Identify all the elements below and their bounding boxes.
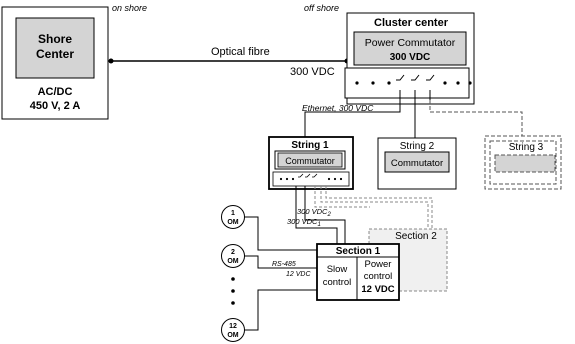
om-ellipsis [231,277,235,305]
string1-title: String 1 [291,140,329,151]
string-section-links [295,186,433,245]
string3-block: String 3 [484,135,562,190]
power-control-label: control [364,271,393,282]
optical-fibre-label: Optical fibre [211,46,270,58]
string2-block: String 2 Commutator [377,137,457,190]
vdc12-label: 12 VDC [286,271,311,278]
shore-supply-label: AC/DC [38,86,73,98]
section1-title: Section 1 [336,246,381,257]
ethernet-label: Ethernet, 300 VDC [302,103,374,113]
om-label: OM [227,332,238,339]
shore-center-block: Shore Center AC/DC 450 V, 2 A [1,6,109,120]
power-control-voltage: 12 VDC [361,284,394,295]
shore-center-title: Center [36,47,74,61]
power-control-label: Power [365,259,392,270]
on-shore-label: on shore [112,3,147,13]
cluster-center-title: Cluster center [374,17,449,29]
power-commutator-title: Power Commutator [365,37,456,49]
optical-fibre-link [108,58,350,64]
string1-commutator: Commutator [285,156,335,166]
om-number: 12 [229,323,237,330]
om-number: 1 [231,210,235,217]
optical-module-om1: 1 OM [221,205,245,229]
string3-title: String 3 [509,142,544,153]
rs485-label: RS-485 [272,261,296,268]
section1-block: Section 1 Slow control Power control 12 … [316,243,400,301]
vdc1-label: 300 VDC1 [287,217,321,228]
switch-bank [355,74,472,100]
section2-title: Section 2 [395,231,437,242]
string2-title: String 2 [400,141,435,152]
om-label: OM [227,219,238,226]
fibre-voltage-label: 300 VDC [290,66,335,78]
power-commutator-voltage: 300 VDC [390,52,431,63]
slow-control-label: Slow [327,264,348,275]
optical-module-om12: 12 OM [221,318,245,342]
off-shore-label: off shore [304,3,339,13]
om-label: OM [227,258,238,265]
vdc2-label: 300 VDC2 [297,207,331,218]
om-number: 2 [231,249,235,256]
string2-commutator: Commutator [391,158,443,169]
cluster-string-links [304,100,523,138]
shore-supply-label: 450 V, 2 A [30,100,81,112]
optical-module-om2: 2 OM [221,244,245,268]
shore-center-title: Shore [38,32,72,46]
om-section-links [244,216,317,331]
cluster-center-block: Cluster center Power Commutator 300 VDC [344,12,475,105]
string1-block: String 1 Commutator [268,136,354,190]
slow-control-label: control [323,277,352,288]
